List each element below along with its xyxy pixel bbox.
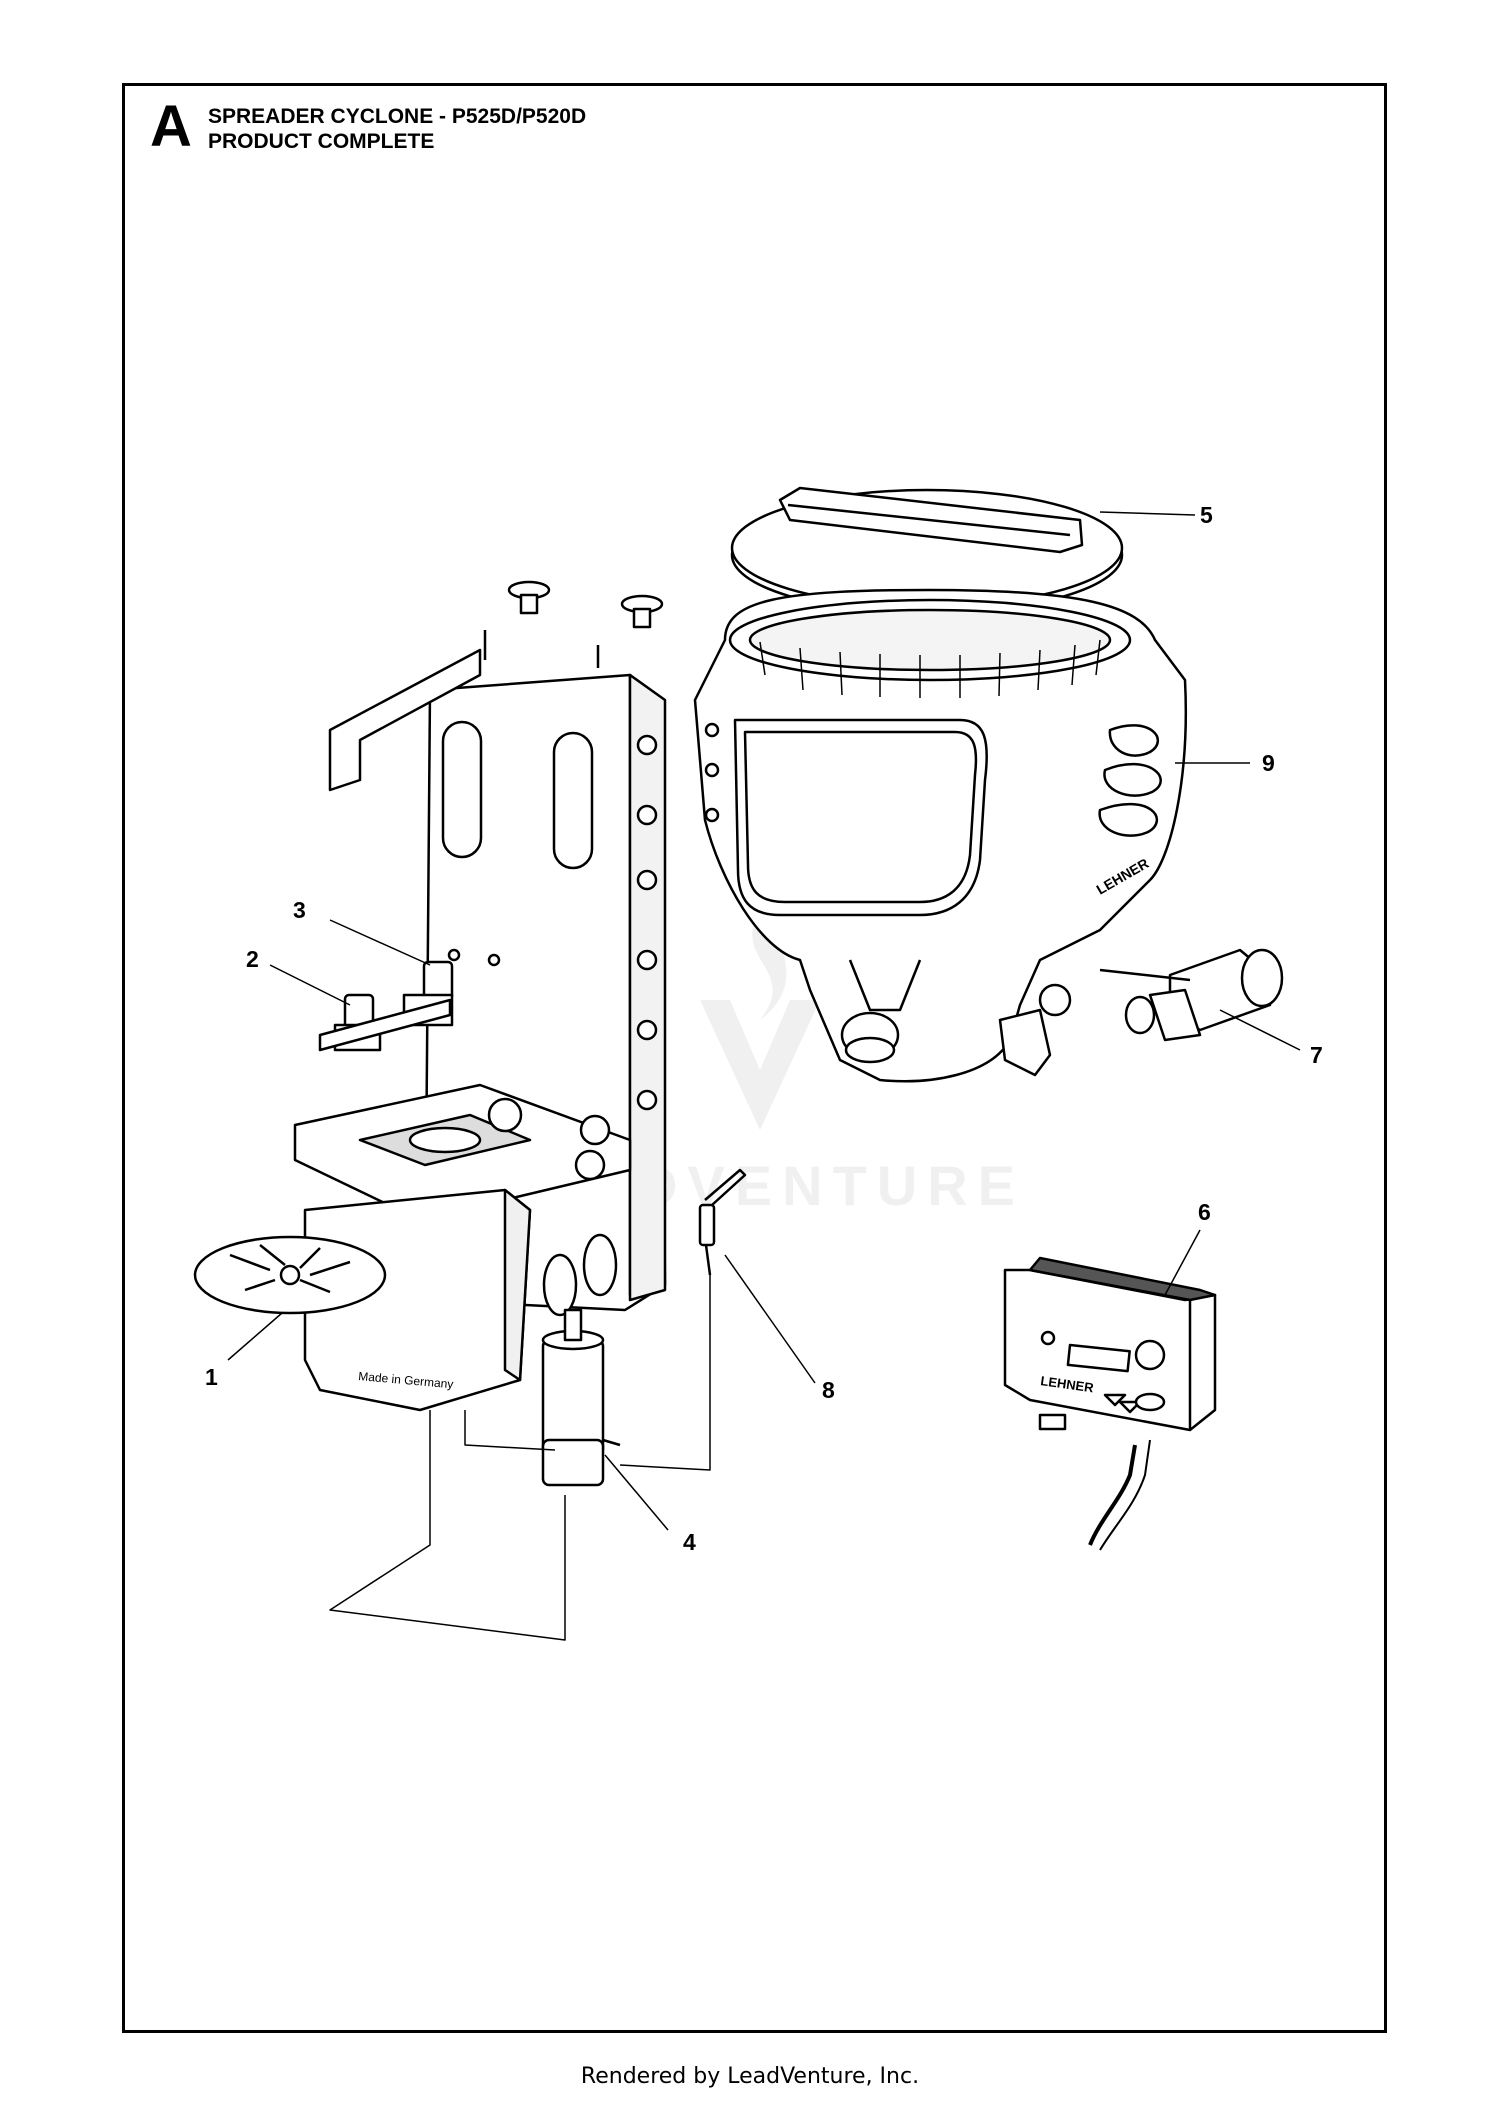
controller-brand: LEHNER	[1040, 1373, 1096, 1395]
title-line-1: SPREADER CYCLONE - P525D/P520D	[208, 105, 587, 128]
hopper: LEHNER	[693, 588, 1187, 1083]
section-letter: A	[150, 94, 192, 159]
footer-credit: Rendered by LeadVenture, Inc.	[580, 2064, 920, 2089]
callout-5: 5	[1200, 502, 1213, 528]
drawing-frame	[122, 83, 1387, 2033]
callout-4: 4	[683, 1529, 696, 1555]
leader-lines	[227, 511, 1301, 1531]
gear-motor	[1099, 948, 1284, 1042]
spreader-disc	[193, 1235, 387, 1315]
callout-7: 7	[1310, 1042, 1323, 1068]
sensor	[698, 1168, 747, 1276]
diagram-title: SPREADER CYCLONE - P525D/P520D PRODUCT C…	[208, 104, 586, 154]
title-line-2: PRODUCT COMPLETE	[208, 130, 435, 153]
valve-assembly	[318, 960, 454, 1052]
callout-6: 6	[1198, 1199, 1211, 1225]
drive-motor	[541, 1308, 621, 1487]
callout-2: 2	[246, 946, 259, 972]
wiring	[329, 1275, 711, 1641]
spreader-housing: Made in Germany	[293, 1083, 632, 1412]
callout-1: 1	[205, 1364, 218, 1390]
callout-8: 8	[822, 1377, 835, 1403]
hopper-lid	[730, 486, 1124, 615]
callout-3: 3	[293, 897, 306, 923]
callout-labels: 1 2 3 4 5 6 7 8 9	[205, 502, 1323, 1555]
control-box: LEHNER	[1003, 1256, 1217, 1551]
callout-9: 9	[1262, 750, 1275, 776]
